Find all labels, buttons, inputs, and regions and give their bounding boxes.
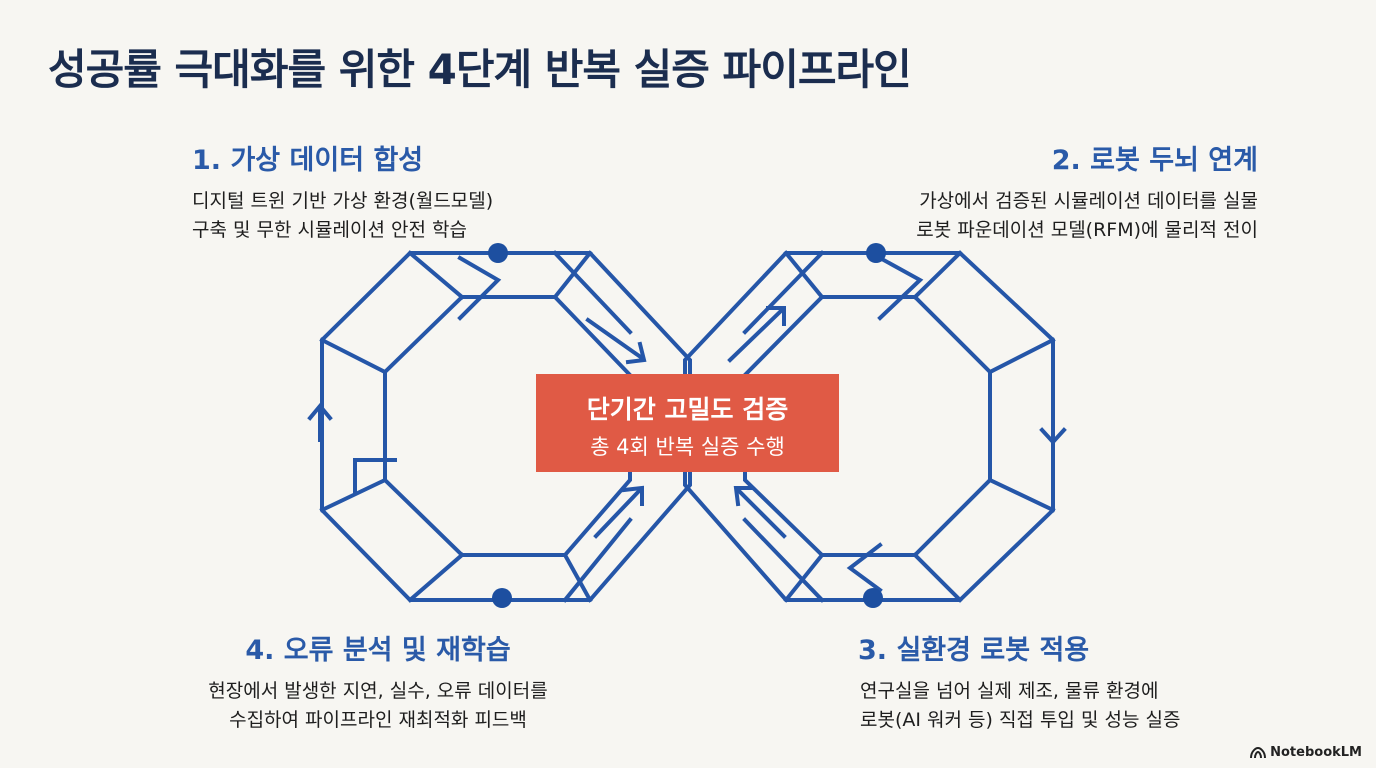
node-step1 [488,243,508,263]
step-4-line-1: 현장에서 발생한 지연, 실수, 오류 데이터를 [208,680,548,702]
step-2-block: 2. 로봇 두뇌 연계 가상에서 검증된 시뮬레이션 데이터를 실물 로봇 파운… [916,138,1258,245]
left-connector-a [407,250,465,300]
left-band-bottom [353,458,397,494]
right-connector-e [783,250,825,300]
node-step4 [492,588,512,608]
step-2-line-1: 가상에서 검증된 시뮬레이션 데이터를 실물 [919,190,1258,212]
notebooklm-logo-icon [1250,746,1267,758]
step-2-description: 가상에서 검증된 시뮬레이션 데이터를 실물 로봇 파운데이션 모델(RFM)에… [916,187,1258,245]
right-cross-top [742,250,825,335]
right-connector-b [987,337,1056,375]
left-cross-top [552,250,633,335]
arrow-icon-bottom-right [733,486,787,539]
step-4-title: 4. 오류 분석 및 재학습 [245,635,511,666]
arrow-icon-right-down [1039,398,1067,445]
left-connector-e [552,250,593,300]
center-summary-box: 단기간 고밀도 검증 총 4회 반복 실증 수행 [536,374,839,472]
node-step3 [863,588,883,608]
left-cross-bottom [562,517,633,603]
left-connector-b [319,337,388,375]
step-3-description: 연구실을 넘어 실제 제조, 물류 환경에 로봇(AI 워커 등) 직접 투입 … [860,677,1180,735]
page-title: 성공률 극대화를 위한 4단계 반복 실증 파이프라인 [48,45,912,94]
brand-mark: NotebookLM [1250,745,1362,760]
brand-label: NotebookLM [1270,745,1362,760]
arrow-icon-bottom-left [593,485,644,539]
step-3-block: 3. 실환경 로봇 적용 연구실을 넘어 실제 제조, 물류 환경에 로봇(AI… [858,628,1180,735]
step-3-line-2: 로봇(AI 워커 등) 직접 투입 및 성능 실증 [860,709,1181,731]
step-4-description: 현장에서 발생한 지연, 실수, 오류 데이터를 수집하여 파이프라인 재최적화… [168,677,588,735]
step-4-line-2: 수집하여 파이프라인 재최적화 피드백 [229,709,527,731]
step-1-title: 1. 가상 데이터 합성 [192,145,424,176]
right-band-bottom [846,542,883,593]
step-1-line-1: 디지털 트윈 기반 가상 환경(월드모델) [192,190,494,212]
step-2-title: 2. 로봇 두뇌 연계 [1051,145,1258,176]
right-connector-d [912,552,963,603]
right-connector-f [783,552,825,603]
step-1-line-2: 구축 및 무한 시뮬레이션 안전 학습 [192,219,467,241]
arrow-icon-top-right [727,306,786,363]
right-band-top [877,255,924,321]
step-3-title: 3. 실환경 로봇 적용 [858,635,1090,666]
left-connector-d [407,552,465,603]
center-sub-text: 총 4회 반복 실증 수행 [590,435,785,459]
step-1-description: 디지털 트윈 기반 가상 환경(월드모델) 구축 및 무한 시뮬레이션 안전 학… [192,187,493,245]
step-4-block: 4. 오류 분석 및 재학습 현장에서 발생한 지연, 실수, 오류 데이터를 … [168,628,588,735]
left-connector-c [319,477,388,513]
step-3-line-1: 연구실을 넘어 실제 제조, 물류 환경에 [860,680,1159,702]
right-connector-c [987,477,1056,513]
arrow-icon-top-left [585,317,647,365]
right-cross-bottom [742,517,825,603]
left-connector-f [562,552,593,603]
node-step2 [866,243,886,263]
step-2-line-2: 로봇 파운데이션 모델(RFM)에 물리적 전이 [916,219,1258,241]
right-connector-a [912,250,963,300]
center-main-text: 단기간 고밀도 검증 [586,395,789,424]
arrow-icon-left-up [307,402,333,442]
left-band-top [457,255,502,321]
step-1-block: 1. 가상 데이터 합성 디지털 트윈 기반 가상 환경(월드모델) 구축 및 … [192,138,493,245]
